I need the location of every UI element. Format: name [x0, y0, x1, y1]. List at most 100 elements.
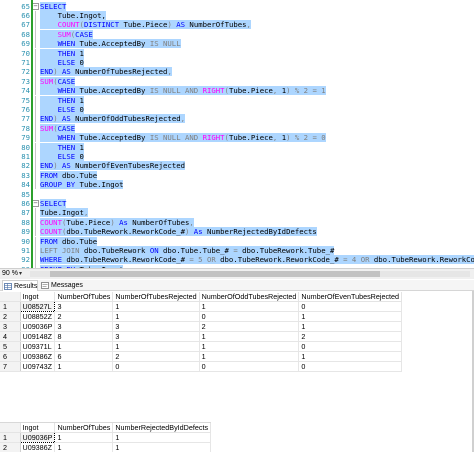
row-number[interactable]: 1 — [0, 432, 21, 444]
grid-cell[interactable]: 0 — [298, 341, 403, 353]
grid-cell[interactable]: 0 — [298, 361, 403, 373]
grid-cell[interactable]: 1 — [112, 301, 200, 313]
code-line[interactable]: 76 ELSE 0 — [0, 104, 474, 115]
tab-results[interactable]: Results — [2, 280, 38, 291]
code-line[interactable]: 67 COUNT(DISTINCT Tube.Piece) AS NumberO… — [0, 20, 474, 30]
code-line[interactable]: 80 THEN 1 — [0, 142, 474, 152]
code-line[interactable]: 71 ELSE 0 — [0, 57, 474, 68]
grid-cell[interactable]: 2 — [199, 321, 300, 333]
grid-cell[interactable]: 2 — [112, 351, 200, 363]
code-line[interactable]: 85 — [0, 190, 474, 199]
column-header[interactable]: NumberOfOddTubesRejected — [199, 292, 300, 303]
grid-cell[interactable]: U09371L — [20, 341, 56, 353]
row-number[interactable]: 2 — [0, 442, 21, 452]
row-number[interactable]: 7 — [0, 361, 21, 373]
grid-cell[interactable]: 0 — [112, 361, 200, 373]
grid-cell[interactable]: 0 — [199, 361, 300, 373]
column-header[interactable]: NumberOfTubes — [54, 292, 114, 303]
row-number[interactable]: 6 — [0, 351, 21, 363]
code-line[interactable]: 70 THEN 1 — [0, 48, 474, 58]
grid-cell[interactable]: 0 — [199, 311, 300, 323]
grid-cell[interactable]: 1 — [112, 311, 200, 323]
scrollbar-thumb[interactable] — [50, 271, 380, 277]
code-line[interactable]: 74 WHEN Tube.AcceptedBy IS NULL AND RIGH… — [0, 86, 474, 96]
grid-cell[interactable]: U09743Z — [20, 361, 56, 373]
code-line[interactable]: 79 WHEN Tube.AcceptedBy IS NULL AND RIGH… — [0, 133, 474, 143]
code-line[interactable]: 75 THEN 1 — [0, 95, 474, 105]
tab-messages[interactable]: Messages — [40, 280, 86, 291]
row-number[interactable]: 5 — [0, 341, 21, 353]
grid-cell[interactable]: 1 — [112, 442, 212, 452]
code-line[interactable]: 81 ELSE 0 — [0, 151, 474, 162]
column-header[interactable]: NumberOfEvenTubesRejected — [298, 292, 403, 303]
grid-corner[interactable] — [0, 292, 21, 303]
grid-cell[interactable]: 8 — [54, 331, 114, 343]
row-number[interactable]: 1 — [0, 301, 21, 313]
grid-cell[interactable]: 1 — [54, 341, 114, 353]
grid-cell[interactable]: 1 — [199, 331, 300, 343]
grid-cell[interactable]: 2 — [298, 331, 403, 343]
grid-cell[interactable]: 3 — [112, 321, 200, 333]
grid-cell[interactable]: 1 — [199, 341, 300, 353]
grid-cell[interactable]: U08527L — [19, 301, 56, 313]
grid-cell[interactable]: 3 — [54, 321, 114, 333]
code-line[interactable]: 93GROUP BY Tube.Ingot — [0, 264, 474, 268]
grid-cell[interactable]: 1 — [298, 311, 403, 323]
zoom-select[interactable]: 90 % ▾ — [2, 269, 26, 279]
row-number[interactable]: 3 — [0, 321, 21, 333]
grid-cell[interactable]: 1 — [298, 321, 403, 333]
column-header[interactable]: NumberOfTubes — [54, 423, 114, 434]
grid-cell[interactable]: U09036P — [19, 432, 56, 444]
row-number[interactable]: 2 — [0, 311, 21, 323]
code-line[interactable]: 86−SELECT — [0, 198, 474, 208]
grid-cell[interactable]: 1 — [199, 301, 300, 313]
grid-cell[interactable]: 2 — [54, 311, 114, 323]
grid-cell[interactable]: 1 — [54, 442, 114, 452]
code-line[interactable]: 66 Tube.Ingot, — [0, 10, 474, 21]
grid-cell[interactable]: 3 — [54, 301, 114, 313]
grid-cell[interactable]: 1 — [112, 432, 212, 444]
column-header[interactable]: NumberOfTubesRejected — [112, 292, 200, 303]
grid-cell[interactable]: 1 — [199, 351, 300, 363]
grid-cell[interactable]: 1 — [54, 432, 114, 444]
grid-cell[interactable]: 1 — [54, 361, 114, 373]
code-line[interactable]: 65−SELECT — [0, 1, 474, 11]
grid-cell[interactable]: U09036P — [20, 321, 56, 333]
code-line[interactable]: 69 WHEN Tube.AcceptedBy IS NULL — [0, 39, 474, 49]
column-header[interactable]: Ingot — [20, 423, 56, 434]
horizontal-scrollbar[interactable] — [30, 271, 470, 277]
grid-cell[interactable]: 1 — [112, 341, 200, 353]
column-header[interactable]: Ingot — [20, 292, 56, 303]
grid-cell[interactable]: U09386Z — [20, 351, 56, 363]
grid-cell[interactable]: 3 — [112, 331, 200, 343]
code-line[interactable]: 68 SUM(CASE — [0, 29, 474, 40]
grid-cell[interactable]: 6 — [54, 351, 114, 363]
row-number[interactable]: 4 — [0, 331, 21, 343]
grid-cell[interactable]: 1 — [298, 351, 403, 363]
